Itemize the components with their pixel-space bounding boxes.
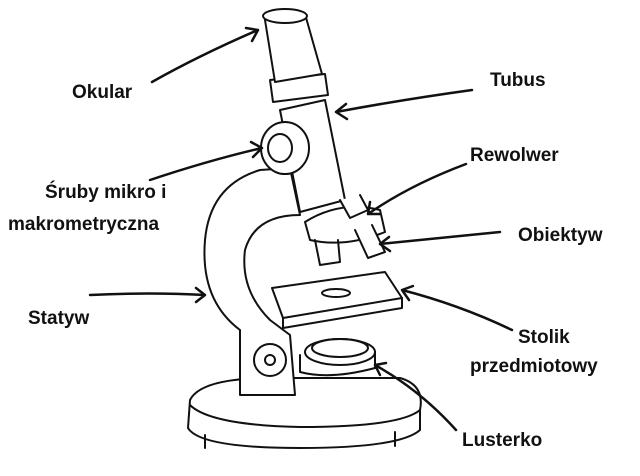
label-sruby-line1: Śruby mikro i — [45, 182, 167, 203]
arrow-rewolwer — [366, 162, 468, 216]
label-lusterko: Lusterko — [462, 430, 543, 451]
label-stolik-line2: przedmiotowy — [470, 356, 598, 377]
arrow-statyw — [88, 286, 207, 304]
microscope-knob — [260, 121, 310, 175]
arrow-obiektyw — [378, 230, 502, 253]
label-tubus: Tubus — [490, 70, 546, 91]
label-stolik-line1: Stolik — [518, 327, 570, 348]
arrow-sruby — [148, 140, 264, 182]
arrow-lusterko — [373, 361, 458, 432]
arrow-tubus — [334, 88, 474, 121]
arrow-okular — [150, 26, 260, 84]
label-obiektyw: Obiektyw — [518, 225, 603, 246]
label-sruby-line2: makrometryczna — [8, 214, 160, 235]
label-rewolwer: Rewolwer — [470, 145, 559, 166]
microscope-stage — [271, 271, 403, 329]
microscope-tube — [262, 8, 346, 213]
microscope-base — [187, 377, 422, 449]
label-arrows — [88, 26, 514, 432]
microscope-mirror — [299, 338, 376, 377]
microscope-revolver — [304, 194, 386, 266]
label-statyw: Statyw — [28, 308, 90, 329]
arrow-stolik — [400, 284, 514, 332]
label-okular: Okular — [72, 82, 133, 103]
microscope-arm — [203, 167, 301, 396]
